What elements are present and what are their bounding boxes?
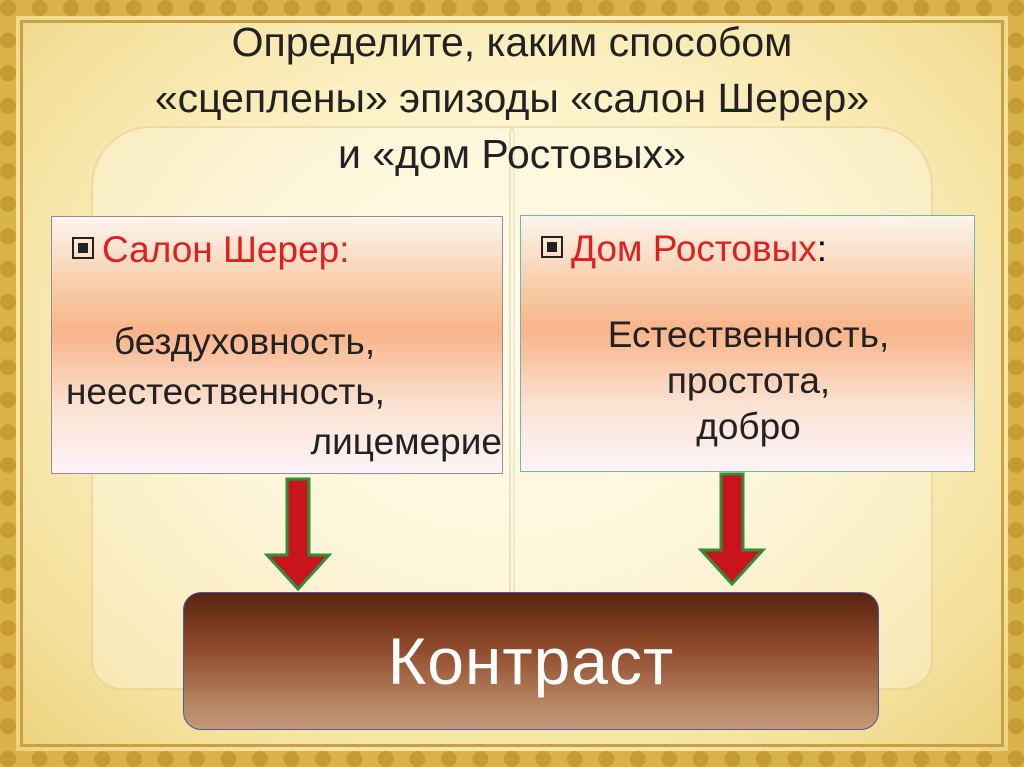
- down-arrow-icon: [697, 472, 767, 587]
- square-bullet-icon: [72, 237, 94, 260]
- slide-title: Определите, каким способом «сцеплены» эп…: [40, 14, 984, 182]
- salon-sherer-heading: Салон Шерер:: [72, 229, 350, 271]
- salon-trait-2: неестественность,: [66, 371, 385, 412]
- rostov-house-heading-text: Дом Ростовых: [571, 228, 817, 269]
- salon-sherer-heading-colon: :: [339, 229, 350, 270]
- title-line-1: Определите, каким способом: [231, 19, 793, 65]
- rostov-house-heading-colon: :: [816, 228, 828, 269]
- salon-sherer-heading-text: Салон Шерер: [102, 229, 340, 270]
- rostov-house-box: Дом Ростовых: Естественность, простота, …: [520, 215, 975, 472]
- contrast-label: Контраст: [387, 624, 675, 698]
- salon-trait-1: бездуховность,: [114, 321, 376, 362]
- rostov-house-heading: Дом Ростовых:: [541, 228, 827, 270]
- salon-sherer-box: Салон Шерер: бездуховность, неестественн…: [51, 216, 503, 474]
- salon-trait-3: лицемерие: [310, 421, 502, 462]
- contrast-result-box: Контраст: [183, 592, 879, 730]
- title-line-2: «сцеплены» эпизоды «салон Шерер»: [154, 75, 870, 121]
- salon-sherer-traits: бездуховность, неестественность, лицемер…: [66, 317, 502, 467]
- rostov-house-traits: Естественность, простота, добро: [521, 312, 976, 450]
- rostov-trait-3: добро: [696, 406, 801, 447]
- rostov-trait-1: Естественность,: [607, 314, 890, 355]
- down-arrow-icon: [263, 477, 333, 592]
- rostov-trait-2: простота,: [666, 360, 831, 401]
- title-line-3: и «дом Ростовых»: [338, 131, 686, 177]
- square-bullet-icon: [541, 236, 563, 259]
